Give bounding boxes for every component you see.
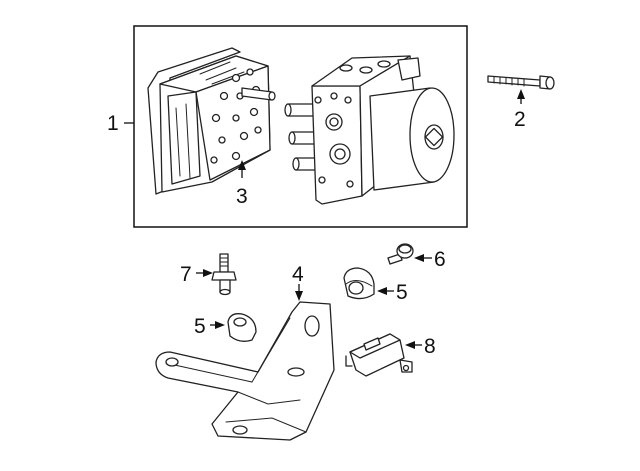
callout-4: 4: [292, 263, 304, 286]
callout-8-arrow: [405, 341, 415, 349]
callout-2: 2: [514, 108, 526, 131]
callout-3-arrow: [238, 160, 246, 170]
callout-6-arrow: [414, 254, 424, 262]
hydraulic-unit-part[interactable]: [284, 55, 455, 205]
callout-5-right-arrow: [377, 287, 387, 295]
sensor-part[interactable]: [345, 333, 413, 377]
bracket-part[interactable]: [155, 301, 335, 441]
callout-4-arrow: [295, 291, 303, 301]
callout-5-left: 5: [194, 315, 206, 338]
control-module-part[interactable]: [147, 47, 276, 195]
callout-7-arrow: [203, 269, 213, 277]
callout-8-group[interactable]: 8: [405, 335, 436, 358]
callout-6-group[interactable]: 6: [414, 248, 446, 271]
stud-part[interactable]: [211, 253, 237, 296]
callout-2-group[interactable]: 2: [514, 89, 526, 131]
callout-3: 3: [236, 185, 248, 208]
callout-7: 7: [180, 263, 192, 286]
callout-3-group[interactable]: 3: [236, 160, 248, 208]
callout-1-group[interactable]: 1: [107, 112, 134, 135]
callout-4-group[interactable]: 4: [292, 263, 304, 301]
callout-1: 1: [107, 112, 119, 135]
callout-5-right: 5: [396, 281, 408, 304]
assembly-box: [133, 25, 468, 228]
screw-part[interactable]: [387, 243, 414, 265]
callout-2-arrow: [517, 89, 525, 99]
callout-7-group[interactable]: 7: [180, 263, 213, 286]
callout-8: 8: [424, 335, 436, 358]
bolt-part[interactable]: [487, 75, 555, 90]
callout-5-left-arrow: [215, 321, 225, 329]
insulator-right-part[interactable]: [343, 267, 375, 300]
callout-5-right-group[interactable]: 5: [377, 281, 408, 304]
insulator-left-part[interactable]: [227, 313, 257, 342]
callout-6: 6: [434, 248, 446, 271]
callout-5-left-group[interactable]: 5: [194, 315, 225, 338]
